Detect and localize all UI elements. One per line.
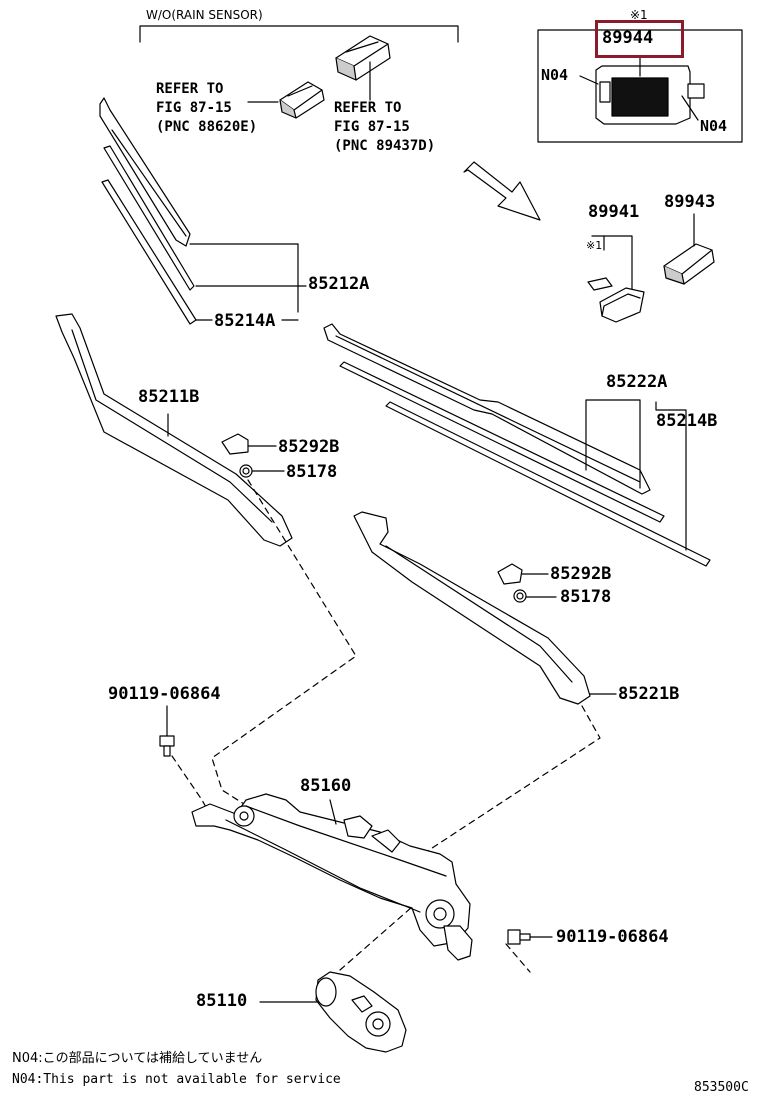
direction-arrow bbox=[463, 161, 541, 221]
part-label-85214B[interactable]: 85214B bbox=[656, 411, 718, 431]
part-label-89944[interactable]: 89944 bbox=[602, 28, 654, 48]
ref2-line3: (PNC 89437D) bbox=[334, 138, 436, 154]
part-label-85292B-passenger[interactable]: 85292B bbox=[550, 564, 612, 584]
part-label-90119-lower[interactable]: 90119-06864 bbox=[556, 927, 669, 947]
wiper-motor bbox=[259, 971, 407, 1053]
sensor-cover-89437d bbox=[335, 35, 391, 101]
note-mark-89941: ※1 bbox=[586, 239, 603, 252]
ref2-line2: FIG 87-15 bbox=[334, 119, 410, 135]
highlight-box-89944[interactable] bbox=[595, 20, 684, 58]
part-label-85292B-front[interactable]: 85292B bbox=[278, 437, 340, 457]
wiper-link-assembly bbox=[191, 793, 473, 961]
note-mark-top: ※1 bbox=[630, 8, 648, 22]
reference-89437d: REFER TO FIG 87-15 (PNC 89437D) bbox=[334, 99, 435, 156]
part-89943-graphic bbox=[663, 213, 715, 285]
part-label-85222A[interactable]: 85222A bbox=[606, 372, 668, 392]
part-label-89943[interactable]: 89943 bbox=[664, 192, 716, 212]
passenger-cap-nut bbox=[497, 563, 617, 695]
front-blade bbox=[99, 97, 307, 325]
ref1-line3: (PNC 88620E) bbox=[156, 119, 258, 135]
part-label-90119-upper[interactable]: 90119-06864 bbox=[108, 684, 221, 704]
part-89941-graphic bbox=[587, 235, 645, 323]
front-arm bbox=[55, 313, 293, 547]
part-label-85211B[interactable]: 85211B bbox=[138, 387, 200, 407]
part-label-85160[interactable]: 85160 bbox=[300, 776, 352, 796]
figure-id: 853500C bbox=[694, 1080, 749, 1095]
sensor-cover-88620e bbox=[247, 81, 325, 119]
part-label-85221B[interactable]: 85221B bbox=[618, 684, 680, 704]
part-label-85110[interactable]: 85110 bbox=[196, 991, 248, 1011]
ref1-line2: FIG 87-15 bbox=[156, 100, 232, 116]
passenger-blade bbox=[323, 323, 711, 567]
part-label-89941[interactable]: 89941 bbox=[588, 202, 640, 222]
label-n04-right: N04 bbox=[700, 117, 728, 135]
reference-88620e: REFER TO FIG 87-15 (PNC 88620E) bbox=[156, 80, 257, 137]
passenger-arm bbox=[353, 511, 591, 705]
note-japanese: N04:この部品については補給していません bbox=[12, 1051, 263, 1066]
ref2-line1: REFER TO bbox=[334, 100, 402, 116]
part-label-85178-front[interactable]: 85178 bbox=[286, 462, 338, 482]
bolt-2 bbox=[507, 929, 553, 945]
note-english: N04:This part is not available for servi… bbox=[12, 1072, 341, 1087]
variant-bracket bbox=[139, 25, 459, 43]
part-label-85178-passenger[interactable]: 85178 bbox=[560, 587, 612, 607]
inset-box bbox=[537, 29, 743, 143]
ref1-line1: REFER TO bbox=[156, 81, 224, 97]
part-label-85212A[interactable]: 85212A bbox=[308, 274, 370, 294]
front-cap-nut bbox=[221, 433, 285, 478]
label-n04-left: N04 bbox=[541, 66, 569, 84]
variant-label: W/O(RAIN SENSOR) bbox=[146, 8, 263, 22]
part-label-85214A[interactable]: 85214A bbox=[214, 311, 276, 331]
bolt-1 bbox=[159, 705, 175, 757]
